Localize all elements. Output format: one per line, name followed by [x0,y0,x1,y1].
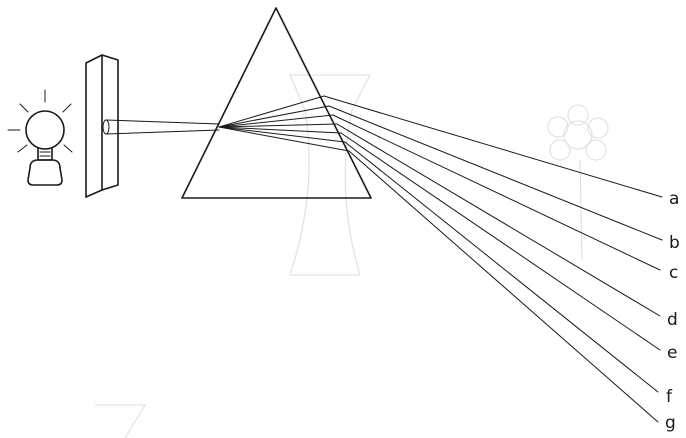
ray-label-b: b [669,233,680,253]
prism [182,8,371,198]
incident-beam [106,120,219,134]
slit-opening [103,120,109,134]
ray-c [333,115,660,270]
internal-rays [219,96,349,151]
slit-card [86,55,118,197]
ray-g [349,151,658,422]
background-show-through [95,75,608,438]
ray-labels: a b c d e f g [665,189,680,433]
ray-label-d: d [667,310,678,330]
light-bulb-icon [8,90,72,185]
ray-label-a: a [669,189,679,209]
ray-label-c: c [669,263,678,283]
ray-label-e: e [667,343,677,363]
ray-label-f: f [666,387,673,407]
ray-b [329,106,662,240]
dispersed-rays [324,96,662,422]
ray-f [345,142,658,392]
ray-e [341,133,660,350]
ray-label-g: g [665,413,676,433]
